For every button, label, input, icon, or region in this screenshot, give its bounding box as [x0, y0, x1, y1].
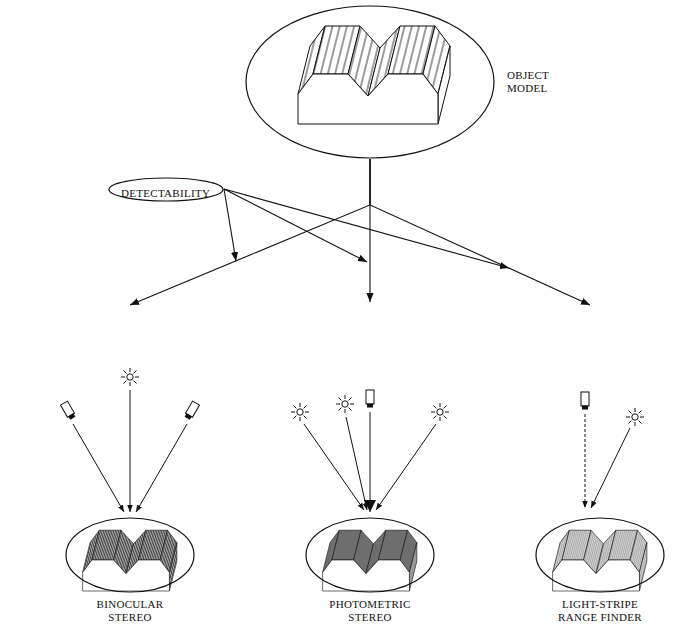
camera — [184, 401, 199, 420]
node-label: PHOTOMETRIC STEREO — [320, 598, 420, 623]
ellipse-outline — [536, 518, 664, 592]
result-ellipse: BINOCULAR STEREO — [65, 517, 195, 593]
flow-arrow — [370, 159, 590, 305]
object-model-figure — [298, 26, 450, 124]
object-model-ellipse: OBJECT MODEL — [245, 5, 495, 159]
ellipse-outline — [65, 517, 195, 593]
ellipse-outline — [306, 518, 434, 592]
node-label: BINOCULAR STEREO — [80, 598, 180, 623]
camera — [366, 390, 374, 407]
binocular-result-figure — [83, 530, 177, 591]
sensor-rays — [73, 390, 630, 512]
light-source — [336, 395, 354, 413]
node-label: LIGHT-STRIPE RANGE FINDER — [550, 598, 650, 623]
light-source — [626, 408, 644, 426]
node-label: DETECTABILITY — [121, 187, 210, 200]
flow-arrow — [224, 189, 509, 268]
ellipse-outline — [245, 5, 495, 159]
result-ellipse: PHOTOMETRIC STEREO — [305, 517, 435, 593]
photometric-result-figure — [323, 530, 417, 591]
light-source — [431, 403, 449, 421]
light-source — [121, 368, 139, 386]
flow-arrow — [224, 189, 367, 262]
ellipse-outline — [109, 178, 223, 201]
flow-arrow — [130, 159, 370, 305]
detectability-ellipse: DETECTABILITY — [108, 177, 224, 202]
lightstripe-result-figure — [553, 530, 647, 591]
node-label: OBJECT MODEL — [507, 69, 577, 94]
camera — [581, 392, 589, 409]
ellipse-outline — [305, 517, 435, 593]
ellipse-outline — [535, 517, 665, 593]
flow-arrow — [224, 189, 236, 261]
camera — [61, 401, 76, 420]
ellipse-outline — [246, 6, 494, 158]
light-source — [291, 403, 309, 421]
ellipse-outline — [66, 518, 194, 592]
result-ellipse: LIGHT-STRIPE RANGE FINDER — [535, 517, 665, 593]
